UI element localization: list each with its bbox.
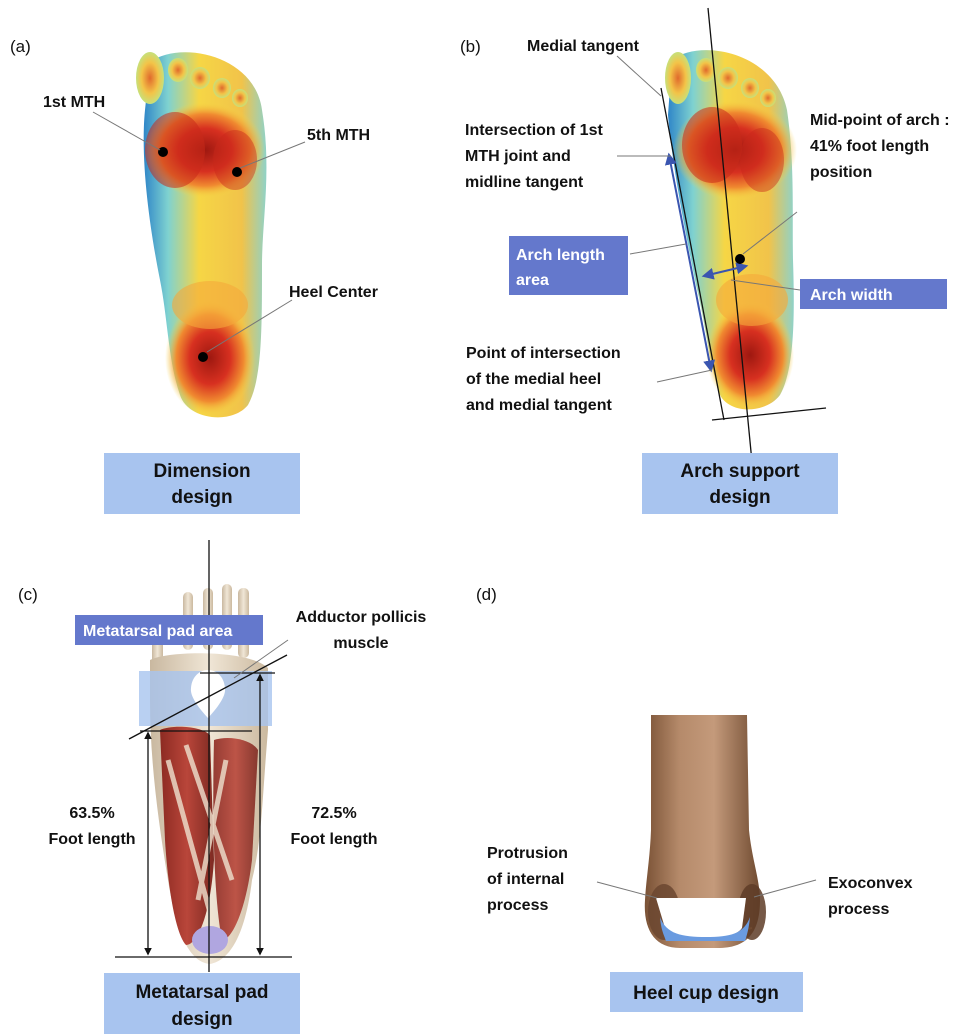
mth1-label: 1st MTH [43,94,105,111]
point-intersection-line2: of the medial heel [466,371,601,388]
arch-midpoint-point [735,254,745,264]
metatarsal-pad-area-text: Metatarsal pad area [83,623,233,640]
foot-pressure-map-a [136,52,266,417]
exoconvex-line2: process [828,901,889,918]
medial-tangent-label: Medial tangent [527,38,640,55]
caption-a-line2: design [171,487,232,508]
protrusion-line2: of internal [487,871,564,888]
foot-pressure-map-b [665,50,797,409]
protrusion-line3: process [487,897,548,914]
adductor-label-line2: muscle [333,635,388,652]
mth1-point [158,147,168,157]
heel-center-point [198,352,208,362]
midpoint-label-line1: Mid-point of arch : [810,112,950,129]
caption-d-line1: Heel cup design [633,983,779,1004]
heel-baseline [712,408,826,420]
panel-b-letter: (b) [460,37,481,56]
caption-c-line1: Metatarsal pad [135,982,268,1003]
intersection-label-line3: midline tangent [465,174,584,191]
pct-63-line1: 63.5% [69,805,114,822]
mth5-point [232,167,242,177]
caption-c-line2: design [171,1009,232,1030]
caption-a-line1: Dimension [153,461,250,482]
intersection-label-line2: MTH joint and [465,148,571,165]
panel-d-letter: (d) [476,585,497,604]
caption-b-line1: Arch support [680,461,800,482]
panel-d: (d) Protrusion of internal process Exoco… [476,585,913,1012]
panel-c-letter: (c) [18,585,38,604]
pct-63-line2: Foot length [48,831,135,848]
arch-length-leader [630,244,686,254]
medial-tangent-leader [617,56,661,96]
exoconvex-leader [754,880,816,897]
pct-72-line1: 72.5% [311,805,356,822]
mth5-label: 5th MTH [307,127,370,144]
panel-a-letter: (a) [10,37,31,56]
midpoint-label-line2: 41% foot length [810,138,929,155]
intersection-label-line1: Intersection of 1st [465,122,603,139]
exoconvex-line1: Exoconvex [828,875,913,892]
caption-b-line2: design [709,487,770,508]
adductor-label-line1: Adductor pollicis [296,609,427,626]
point-intersection-leader [657,370,712,382]
point-intersection-line3: and medial tangent [466,397,612,414]
point-intersection-line1: Point of intersection [466,345,621,362]
panel-a: (a) 1st MTH 5th MTH Heel Center Dimensio… [10,37,378,514]
protrusion-line1: Protrusion [487,845,568,862]
panel-c: (c) Metatarsal pad area Adductor pollici… [18,540,426,1034]
arch-length-tag-line2: area [516,272,549,289]
arch-length-tag-line1: Arch length [516,247,605,264]
arch-width-tag-text: Arch width [810,287,893,304]
pct-72-line2: Foot length [290,831,377,848]
panel-b: (b) Medial tangent Intersection of 1st [460,8,950,514]
heel-center-label: Heel Center [289,284,378,301]
midpoint-label-line3: position [810,164,872,181]
